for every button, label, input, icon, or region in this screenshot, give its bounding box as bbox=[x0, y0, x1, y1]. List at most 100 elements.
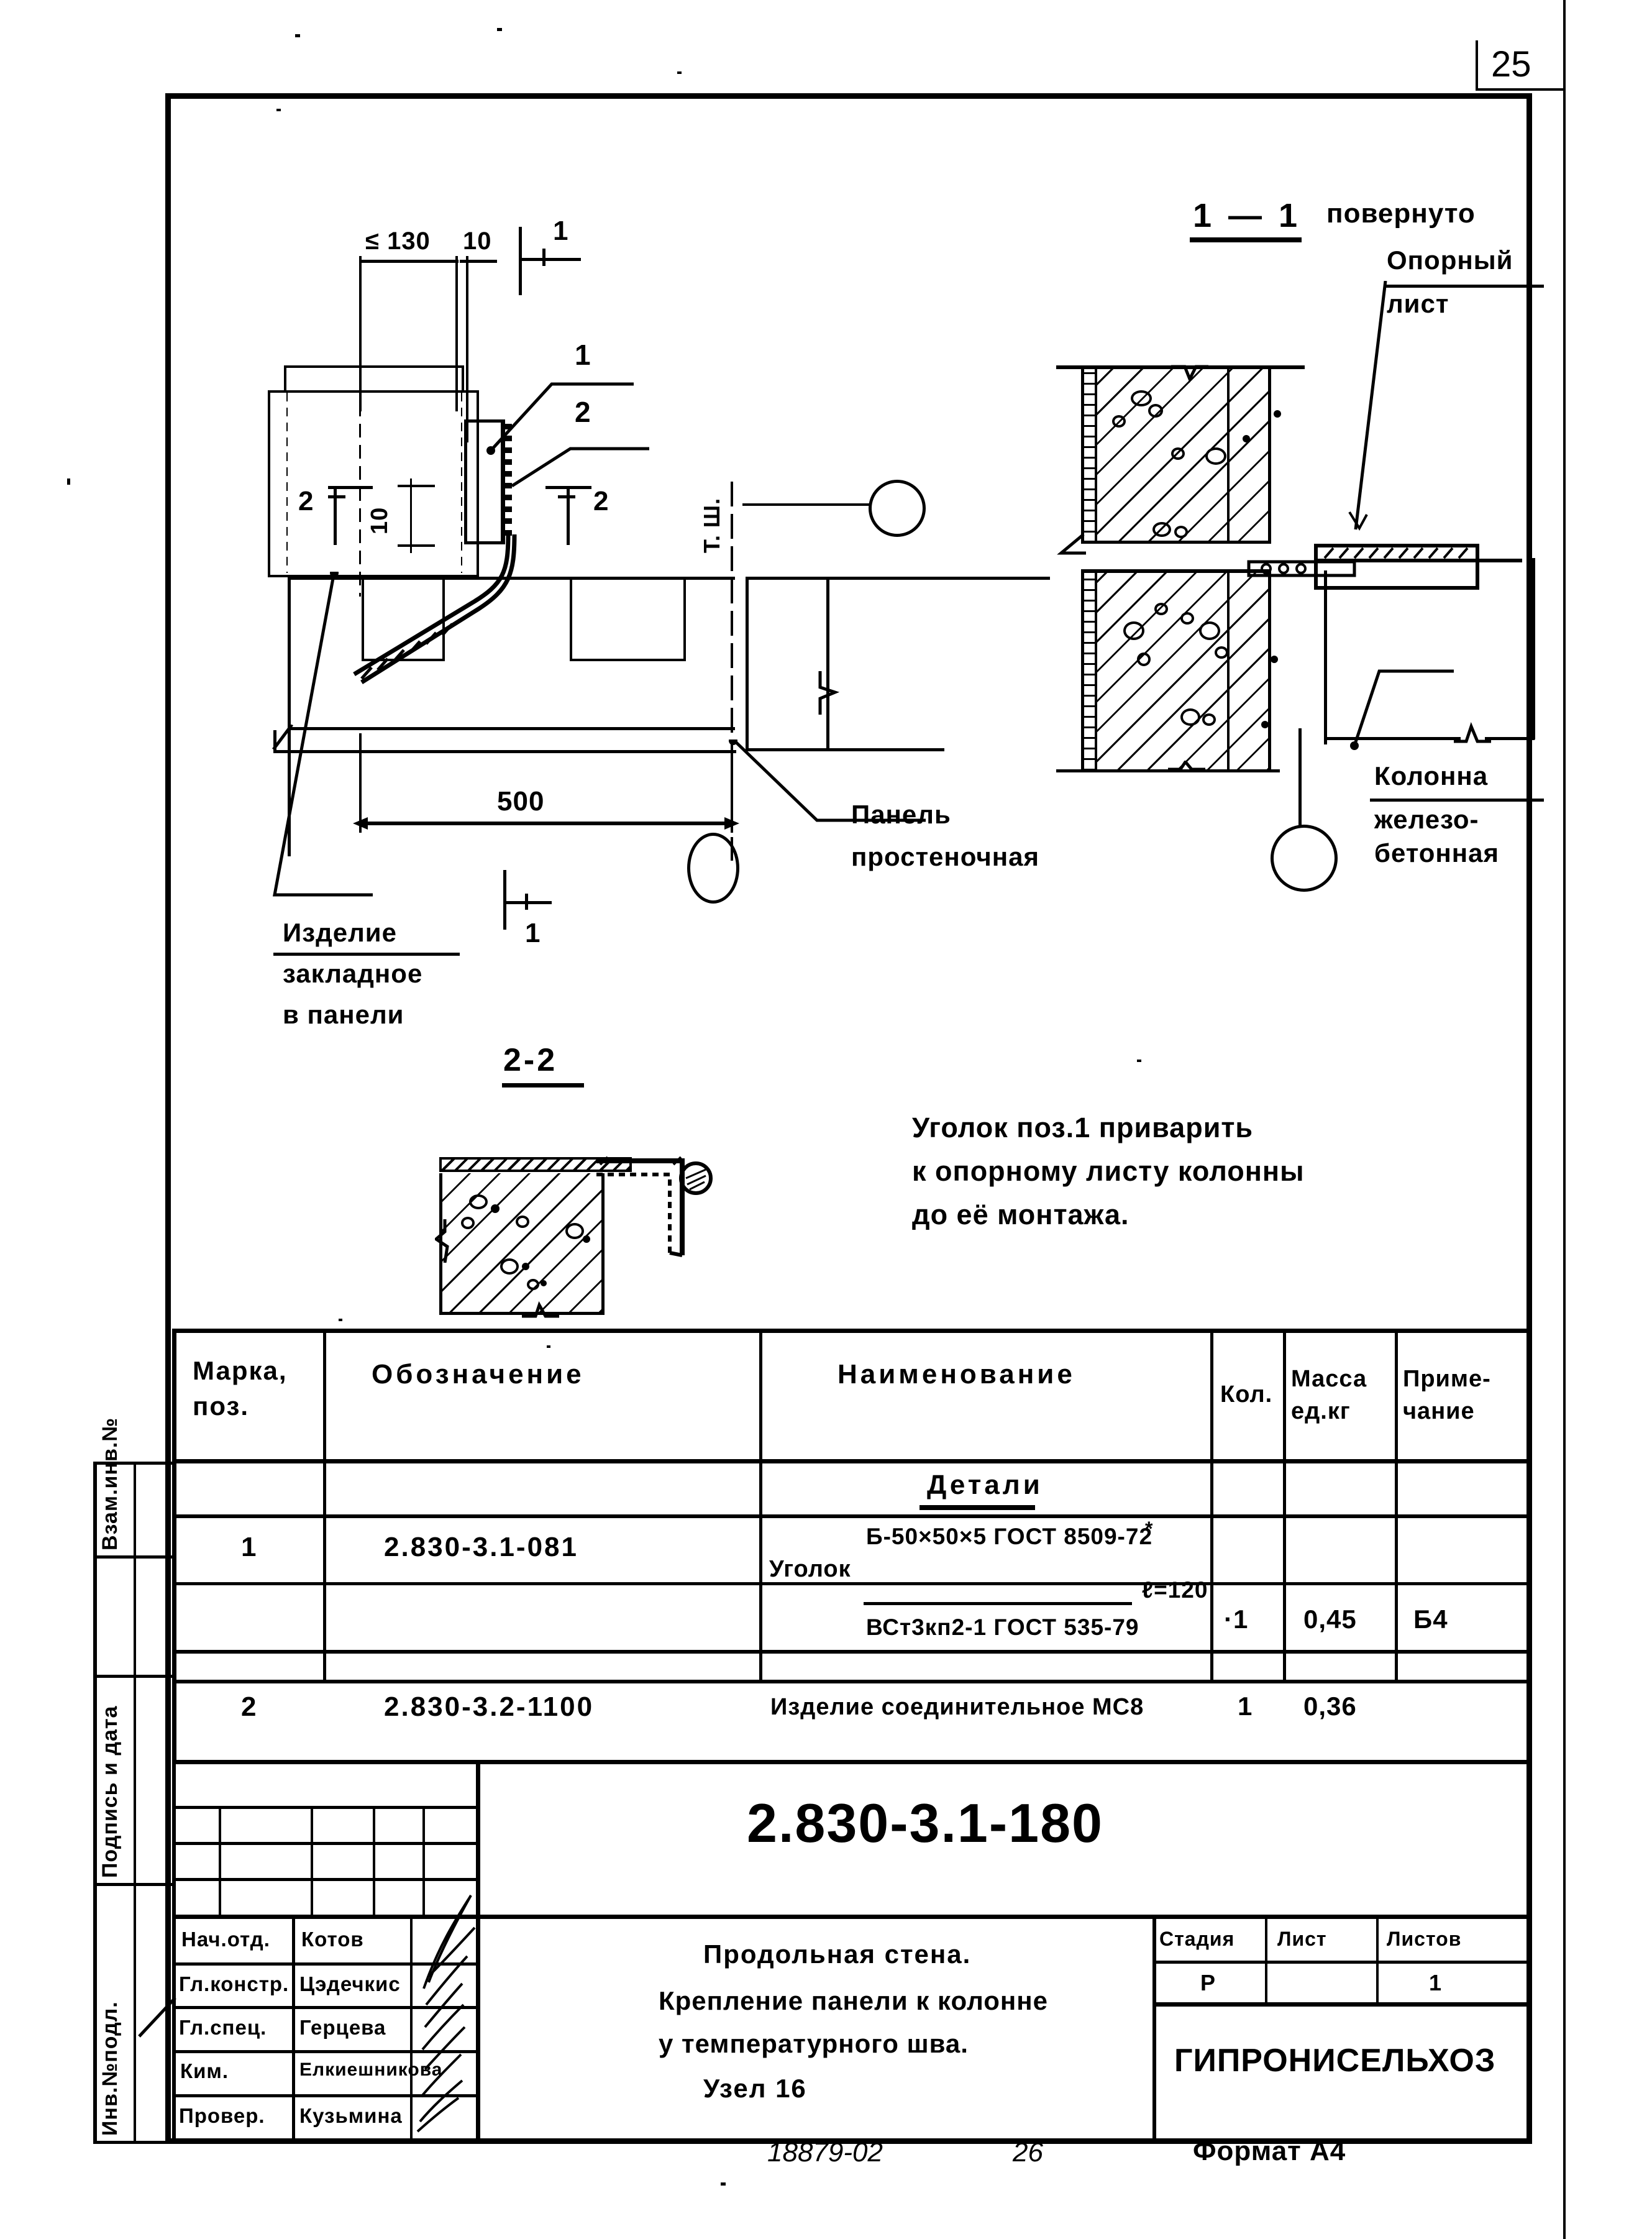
tb-sig-v2 bbox=[410, 1919, 413, 2139]
speck-4 bbox=[677, 71, 682, 74]
sec22-break-bottom bbox=[522, 1301, 559, 1318]
tb-title-line-2: у температурного шва. bbox=[659, 2029, 969, 2058]
sec11-column-bottom bbox=[1324, 737, 1461, 740]
tb-rev-v0 bbox=[172, 1806, 176, 1915]
panel-corner-bevel bbox=[272, 725, 293, 751]
panel-right-top bbox=[746, 577, 826, 580]
plate-box-right bbox=[477, 390, 479, 577]
sec22-pore-6 bbox=[583, 1235, 590, 1243]
plate-outer-left bbox=[284, 365, 286, 390]
note-line-2: к опорному листу колонны bbox=[912, 1155, 1305, 1187]
spec-group-title: Детали bbox=[927, 1470, 1043, 1500]
spec-row1-denominator: ВСт3кп2-1 ГОСТ 535-79 bbox=[866, 1614, 1139, 1640]
dim-130-label: ≤ 130 bbox=[365, 227, 431, 255]
sec11-lower-cap bbox=[1081, 569, 1271, 573]
tb-title-line-0: Продольная стена. bbox=[703, 1939, 972, 1969]
node-circle-right-leader bbox=[1298, 728, 1302, 826]
tb-sig-h2 bbox=[172, 2006, 480, 2009]
sec11-lower-concrete bbox=[1097, 572, 1271, 771]
sec22-pore-9 bbox=[527, 1279, 539, 1290]
sec11-upper-layer bbox=[1081, 369, 1097, 543]
pagenum-box-right bbox=[1563, 40, 1566, 90]
side-strip-right-vert bbox=[172, 1462, 176, 2144]
sec22-angle bbox=[596, 1156, 713, 1257]
dim500-arrow-right bbox=[724, 817, 739, 830]
sec22-pore-5 bbox=[565, 1223, 584, 1239]
dim500-label: 500 bbox=[497, 786, 545, 817]
spec-row1-numerator: Б-50×50×5 ГОСТ 8509-72 bbox=[866, 1524, 1153, 1549]
dim-line-10 bbox=[460, 260, 497, 263]
dim-ext-left bbox=[359, 256, 362, 411]
sec11-u-pore6 bbox=[1152, 522, 1171, 537]
side-label-podpis: Подпись и дата bbox=[98, 1705, 122, 1878]
leader-izdelie bbox=[272, 572, 373, 897]
plate-outer-right bbox=[462, 365, 464, 390]
sec11-upper-base bbox=[1081, 541, 1271, 544]
section-1-1-note: повернуто bbox=[1326, 198, 1476, 229]
side-strip-div2 bbox=[93, 1675, 176, 1678]
spec-h-top bbox=[172, 1329, 1530, 1333]
label-izdelie-line1: Изделие bbox=[283, 918, 397, 947]
sec11-lower-innerline bbox=[1227, 572, 1230, 771]
side-label-vzam: Взам.инв.№ bbox=[98, 1417, 122, 1550]
tb-stage-header-0: Стадия bbox=[1159, 1928, 1235, 1950]
sec2-right-label: 2 bbox=[593, 486, 609, 516]
sec11-l-pore2 bbox=[1154, 603, 1168, 615]
spec-header-prim-2: чание bbox=[1403, 1398, 1475, 1424]
sec2-left-label: 2 bbox=[298, 486, 314, 516]
label-kolonna-line1: Колонна bbox=[1374, 761, 1489, 790]
sec1-bot-vert bbox=[503, 870, 506, 930]
spec-header-naimenovanie: Наименование bbox=[837, 1359, 1075, 1390]
speck-9 bbox=[547, 1345, 550, 1348]
tb-title-line-1: Крепление панели к колонне bbox=[659, 1986, 1048, 2015]
panel-recess2-left bbox=[570, 580, 572, 661]
pagenum-box-bottom bbox=[1476, 88, 1566, 91]
node-circle-top bbox=[869, 480, 926, 537]
side-strip-outer-left bbox=[93, 1462, 97, 2144]
plate-box-bottom bbox=[268, 575, 479, 577]
sec2-right-vert bbox=[567, 486, 570, 545]
leader-pos1 bbox=[486, 382, 634, 455]
spec-row2-oboznachenie: 2.830-3.2-1100 bbox=[384, 1692, 595, 1722]
panel-recess1-bot bbox=[362, 659, 445, 661]
tb-role-2: Гл.спец. bbox=[179, 2016, 267, 2039]
sec1-top-label: 1 bbox=[553, 216, 569, 246]
sec11-upper-innerline bbox=[1227, 369, 1230, 543]
tb-title-right-vert bbox=[1152, 1919, 1156, 2139]
sec11-l-pore3 bbox=[1180, 612, 1194, 625]
frame-top bbox=[165, 93, 1532, 99]
sec11-u-pore9 bbox=[1274, 410, 1281, 418]
sec11-upper-corner bbox=[1057, 534, 1086, 555]
sec11-l-pore4 bbox=[1199, 621, 1220, 640]
label-izdelie-underline bbox=[273, 953, 460, 956]
tb-sig-v1 bbox=[292, 1919, 295, 2139]
leader-pos1-label: 1 bbox=[575, 339, 591, 371]
spec-h-r2 bbox=[172, 1680, 1530, 1683]
spec-group-underline bbox=[920, 1505, 1035, 1510]
panel-recess1-left bbox=[362, 580, 364, 661]
tb-name-0: Котов bbox=[301, 1928, 364, 1951]
sec11-u-pore8 bbox=[1243, 435, 1250, 442]
dim500-line bbox=[359, 822, 733, 825]
plate-box-top bbox=[268, 390, 479, 393]
side-strip-scrawl bbox=[138, 1997, 176, 2038]
sec22-pore-3 bbox=[516, 1216, 529, 1228]
frame-left bbox=[165, 93, 171, 2144]
tb-name-4: Кузьмина bbox=[299, 2104, 403, 2127]
speck-5 bbox=[67, 478, 70, 485]
sec11-u-pore2 bbox=[1112, 415, 1126, 428]
spec-row1-marka: 1 bbox=[241, 1532, 257, 1562]
spec-row1-prefix: Уголок bbox=[769, 1556, 851, 1582]
sec11-l-pore10 bbox=[1261, 721, 1269, 728]
panel-right-left bbox=[746, 577, 749, 751]
sec1-top-horz bbox=[519, 258, 581, 261]
label-izdelie-line2: закладное bbox=[283, 959, 423, 988]
panel-top-edge bbox=[288, 577, 735, 580]
panel-right-edge bbox=[826, 577, 829, 751]
joint-center-line bbox=[731, 482, 733, 861]
spec-h-bottom bbox=[172, 1760, 1530, 1764]
spec-header-prim-1: Приме- bbox=[1403, 1366, 1491, 1392]
label-kolonna-line2: железо- bbox=[1374, 805, 1479, 834]
panel-left-edge bbox=[288, 577, 291, 856]
tb-stage-h1 bbox=[1152, 1961, 1532, 1964]
